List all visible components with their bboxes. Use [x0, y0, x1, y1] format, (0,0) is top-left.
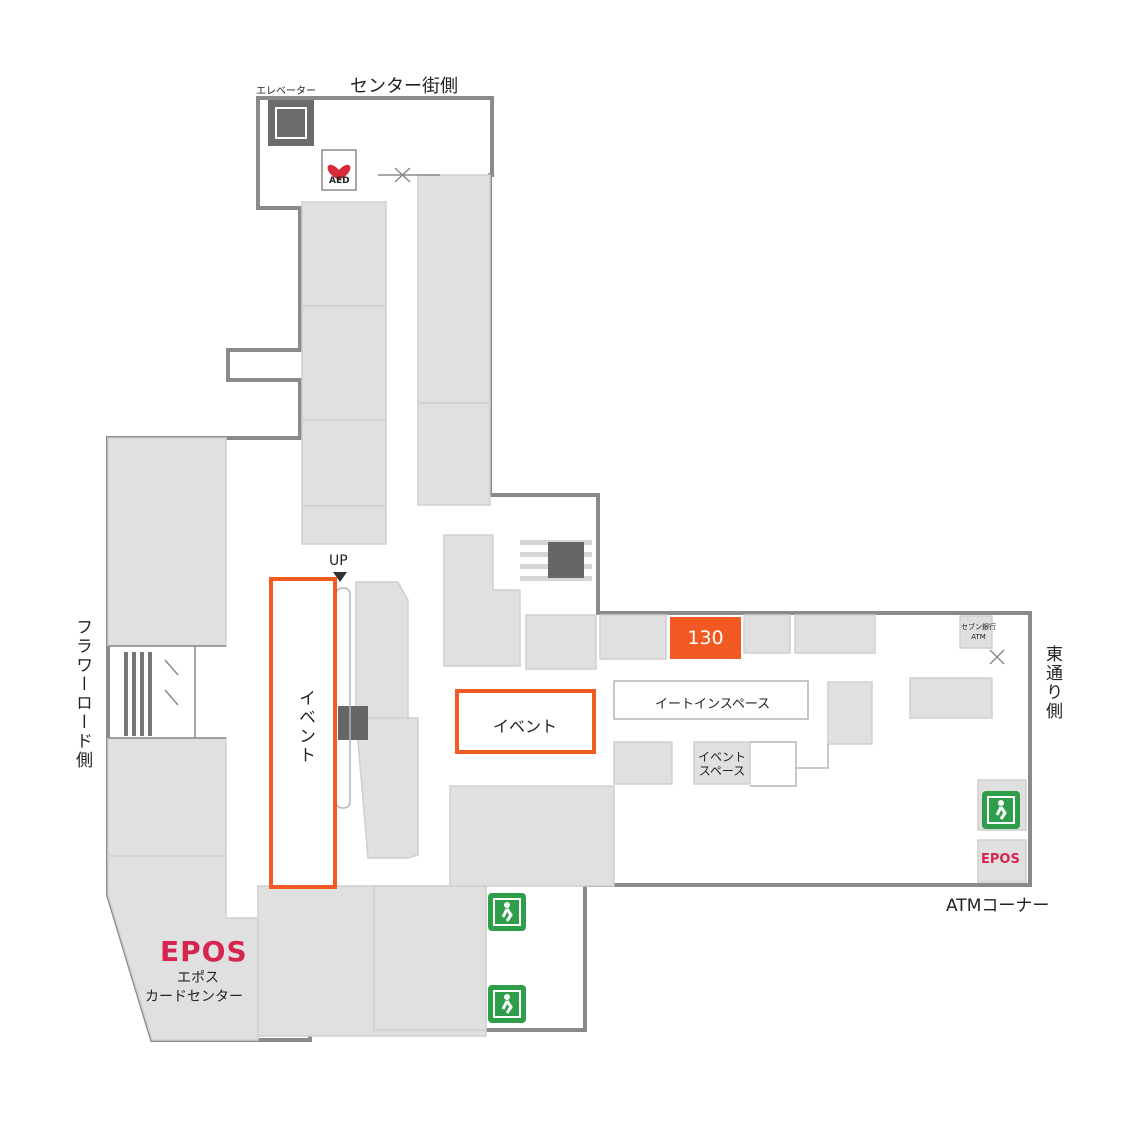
shop-block[interactable] — [743, 614, 791, 654]
shop-block[interactable] — [794, 614, 876, 654]
escalator-icon[interactable] — [338, 706, 368, 740]
shop-block[interactable] — [959, 615, 993, 649]
corridor-line — [750, 741, 829, 787]
shop-block[interactable] — [107, 437, 227, 647]
eat-in-area[interactable] — [613, 680, 809, 720]
shop-130[interactable]: 130 — [670, 617, 741, 659]
shop-block[interactable] — [909, 677, 993, 719]
shop-block[interactable] — [301, 505, 387, 545]
shop-block[interactable] — [107, 737, 227, 857]
epos-name-line2: カードセンター — [145, 989, 243, 1005]
event-space-left[interactable]: イベント — [269, 577, 337, 889]
atm-label: セブン銀行 ATM — [961, 623, 996, 641]
exit-sign-south-2 — [488, 985, 526, 1023]
escalator-icon[interactable] — [548, 542, 584, 578]
epos-name-line1: エポス — [177, 970, 219, 986]
shop-block[interactable] — [525, 614, 597, 670]
shop-block[interactable] — [827, 681, 873, 745]
shop-block[interactable] — [449, 785, 615, 887]
shop-block[interactable] — [373, 885, 487, 1031]
west-label: フラワーロード側 — [72, 618, 92, 770]
north-label: センター街側 — [350, 76, 458, 97]
exit-sign-east — [982, 791, 1020, 829]
up-arrow-icon — [333, 572, 347, 582]
aed-icon[interactable] — [321, 149, 357, 191]
east-label: 東通り側 — [1042, 645, 1062, 721]
elevator-icon[interactable] — [268, 100, 314, 146]
event-label-center: イベント — [493, 717, 558, 736]
elevator-label: エレベーター — [256, 86, 316, 97]
shop-block[interactable] — [693, 741, 751, 785]
shop-block[interactable] — [443, 534, 521, 667]
exit-sign-south-1 — [488, 893, 526, 931]
stairs-icon — [124, 652, 152, 736]
up-label: UP — [329, 553, 348, 569]
epos-logo: EPOS — [160, 935, 248, 968]
shop-block[interactable] — [301, 201, 387, 307]
epos-atm-logo: EPOS — [981, 852, 1020, 867]
shop-block[interactable] — [355, 717, 419, 859]
shop-block[interactable] — [599, 614, 667, 660]
shop-block[interactable] — [977, 839, 1027, 883]
shop-block[interactable] — [301, 305, 387, 421]
aed-label: AED — [329, 176, 350, 186]
event-label-left: イベント — [295, 689, 315, 765]
door-icon — [164, 167, 1005, 706]
shop-block[interactable] — [355, 581, 409, 719]
event-space-center[interactable]: イベント — [455, 689, 596, 754]
shop-block[interactable] — [417, 174, 491, 404]
shop-block[interactable] — [301, 419, 387, 507]
atm-corner-label: ATMコーナー — [946, 896, 1050, 916]
event-space-label: イベント スペース — [698, 750, 747, 778]
shop-block[interactable] — [417, 402, 491, 506]
eat-in-label: イートインスペース — [655, 697, 771, 712]
shop-block[interactable] — [613, 741, 673, 785]
